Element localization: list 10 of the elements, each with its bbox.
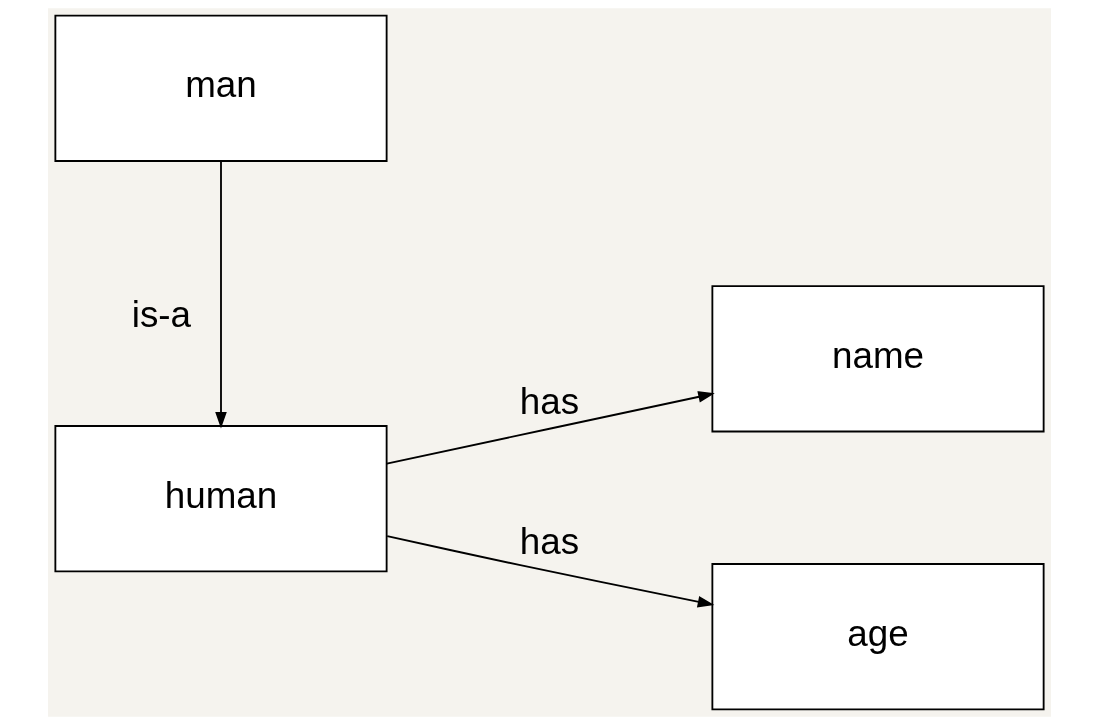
edge-label: is-a: [131, 294, 192, 336]
node-box: name: [711, 285, 1045, 433]
arrow: [385, 391, 715, 465]
node-box: human: [54, 425, 388, 573]
node-box: man: [54, 14, 388, 162]
edge-label: has: [519, 381, 580, 423]
node-box: age: [711, 563, 1045, 711]
edge-label: has: [519, 520, 580, 562]
arrow: [386, 535, 715, 608]
arrow: [215, 160, 227, 429]
